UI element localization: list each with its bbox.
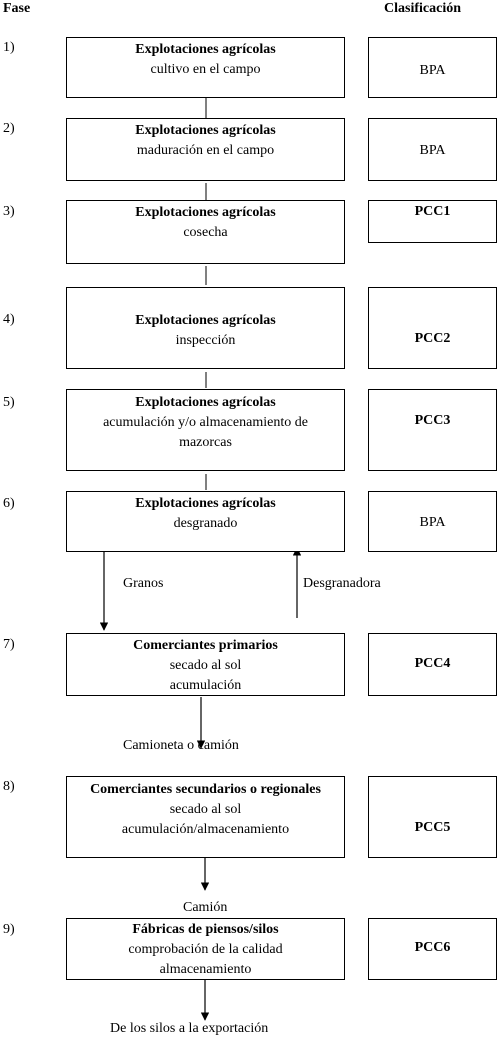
step-5-number: 5) xyxy=(3,395,15,410)
step-1-classification: BPA xyxy=(368,37,497,98)
step-7-number: 7) xyxy=(3,637,15,652)
step-9-title: Fábricas de piensos/silos xyxy=(132,922,279,937)
step-5-line-1: acumulación y/o almacenamiento de xyxy=(103,415,308,430)
step-7-classification: PCC4 xyxy=(368,633,497,696)
step-6-number: 6) xyxy=(3,496,15,511)
step-7-title: Comerciantes primarios xyxy=(133,638,278,653)
step-2-number: 2) xyxy=(3,121,15,136)
step-1-box: Explotaciones agrícolas cultivo en el ca… xyxy=(66,37,345,98)
step-3-title: Explotaciones agrícolas xyxy=(135,205,276,220)
step-5-box: Explotaciones agrícolas acumulación y/o … xyxy=(66,389,345,471)
step-3-number: 3) xyxy=(3,204,15,219)
step-4-classification: PCC2 xyxy=(368,287,497,369)
desgranadora-label: Desgranadora xyxy=(303,576,381,591)
step-9-line-2: almacenamiento xyxy=(159,962,252,977)
step-6-line-1: desgranado xyxy=(173,516,238,531)
step-6-title: Explotaciones agrícolas xyxy=(135,496,276,511)
fase-header: Fase xyxy=(3,1,31,16)
step-3-line-1: cosecha xyxy=(183,225,228,240)
step-6-classification: BPA xyxy=(368,491,497,552)
step-7-line-2: acumulación xyxy=(169,678,242,693)
step-9-classification: PCC6 xyxy=(368,918,497,980)
granos-label: Granos xyxy=(123,576,164,591)
step-8-line-2: acumulación/almacenamiento xyxy=(121,822,290,837)
step-1-number: 1) xyxy=(3,40,15,55)
step-2-title: Explotaciones agrícolas xyxy=(135,123,276,138)
step-4-title: Explotaciones agrícolas xyxy=(135,313,276,328)
step-8-classification: PCC5 xyxy=(368,776,497,858)
step-7-box: Comerciantes primarios secado al sol acu… xyxy=(66,633,345,696)
step-5-line-2: mazorcas xyxy=(179,435,232,450)
step-9-line-1: comprobación de la calidad xyxy=(128,942,283,957)
step-4-number: 4) xyxy=(3,312,15,327)
step-1-line-1: cultivo en el campo xyxy=(150,62,261,77)
step-6-box: Explotaciones agrícolas desgranado xyxy=(66,491,345,552)
step-3-box: Explotaciones agrícolas cosecha xyxy=(66,200,345,264)
step-4-box: Explotaciones agrícolas inspección xyxy=(66,287,345,369)
step-5-title: Explotaciones agrícolas xyxy=(135,395,276,410)
step-8-number: 8) xyxy=(3,779,15,794)
exportacion-label: De los silos a la exportación xyxy=(110,1021,269,1036)
step-8-line-1: secado al sol xyxy=(169,802,242,817)
step-3-classification: PCC1 xyxy=(368,200,497,243)
step-8-box: Comerciantes secundarios o regionales se… xyxy=(66,776,345,858)
step-9-box: Fábricas de piensos/silos comprobación d… xyxy=(66,918,345,980)
step-2-classification: BPA xyxy=(368,118,497,181)
step-7-line-1: secado al sol xyxy=(169,658,242,673)
camioneta-label: Camioneta o camión xyxy=(123,738,239,753)
step-4-line-1: inspección xyxy=(175,333,236,348)
clasificacion-header: Clasificación xyxy=(384,1,461,16)
step-9-number: 9) xyxy=(3,922,15,937)
step-2-box: Explotaciones agrícolas maduración en el… xyxy=(66,118,345,181)
step-5-classification: PCC3 xyxy=(368,389,497,471)
step-2-line-1: maduración en el campo xyxy=(136,143,275,158)
step-1-title: Explotaciones agrícolas xyxy=(135,42,276,57)
step-8-title: Comerciantes secundarios o regionales xyxy=(90,782,321,797)
camion-label: Camión xyxy=(183,900,228,915)
